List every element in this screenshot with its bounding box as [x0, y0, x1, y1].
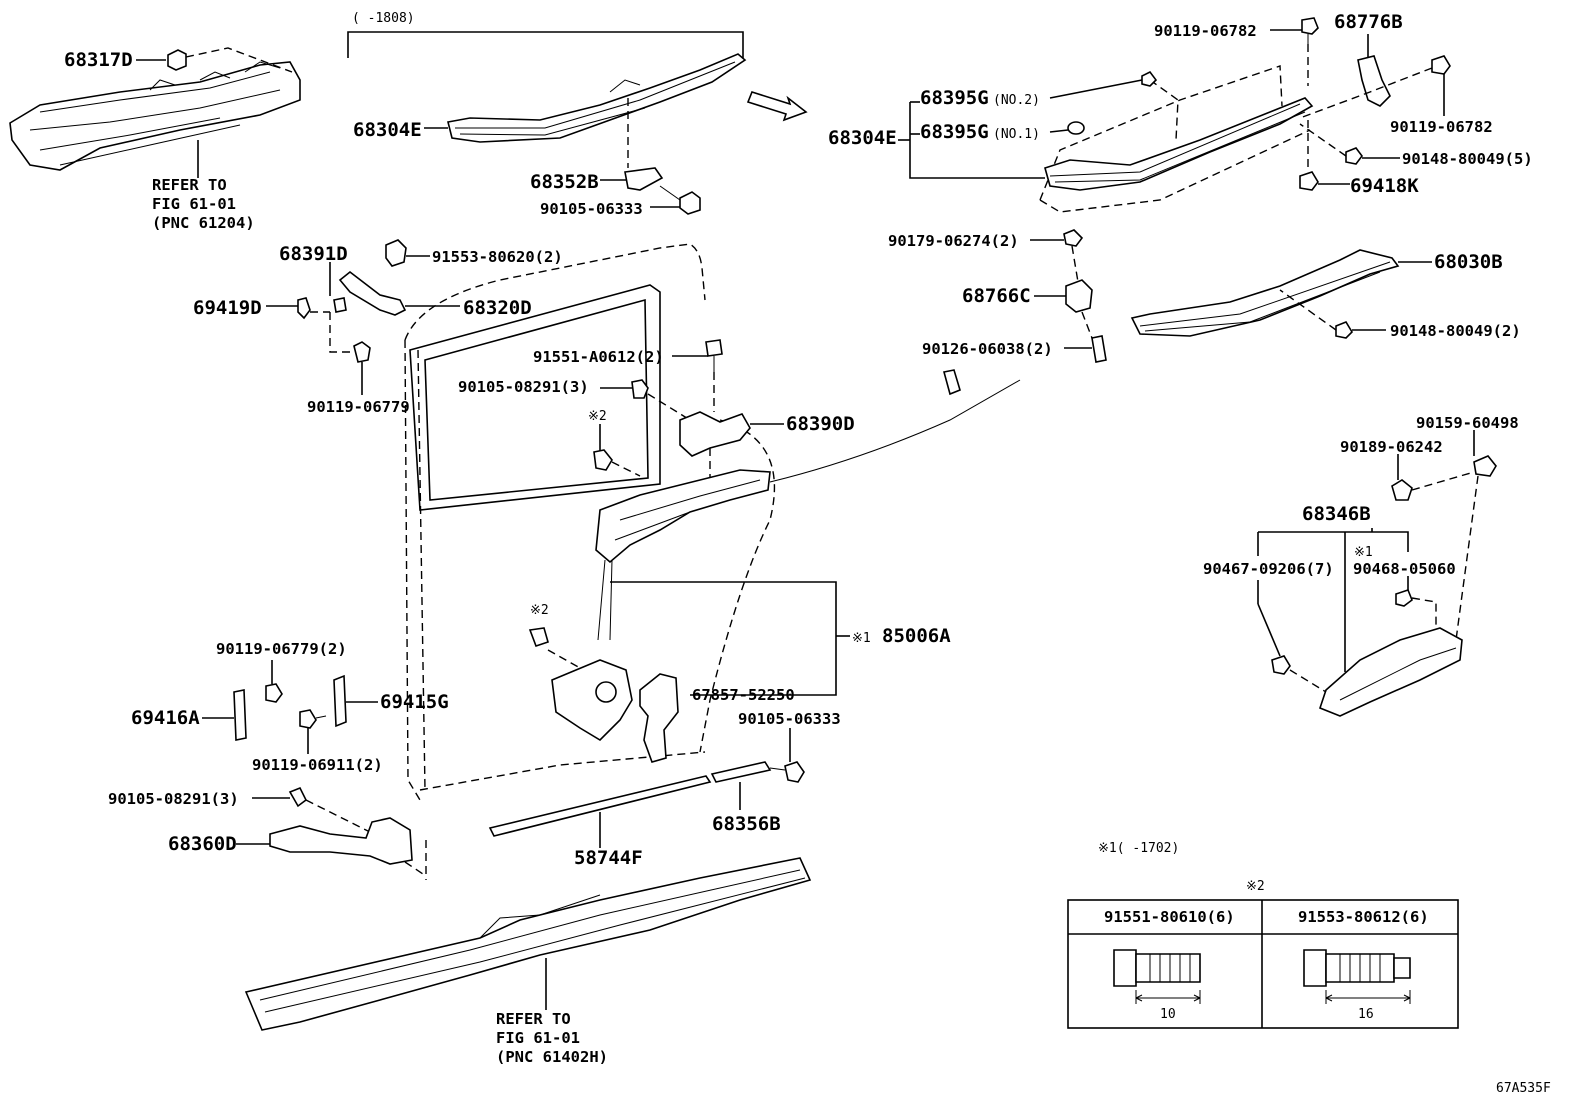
- refer2-line-3: (PNC 61402H): [496, 1048, 608, 1066]
- bolt-table-col2-length: 16: [1358, 1007, 1374, 1022]
- label-90148-80049-2: 90148-80049(2): [1390, 322, 1521, 340]
- rocker-panel: [244, 857, 812, 1031]
- mark1-85006A: ※1: [852, 631, 871, 646]
- label-58744F: 58744F: [574, 847, 643, 869]
- link-68320D: [266, 239, 460, 395]
- arm-68356B: [710, 728, 805, 810]
- refer-line-2: FIG 61-01: [152, 195, 236, 213]
- mark1-90468: ※1: [1354, 545, 1373, 560]
- note2-mark: ※2: [1246, 879, 1265, 894]
- label-69419D: 69419D: [193, 297, 262, 319]
- label-67857-52250: 67857-52250: [692, 686, 795, 704]
- label-85006A: 85006A: [882, 625, 951, 647]
- plates-69415G-69416A: [202, 660, 378, 754]
- label-90105-08291-a: 90105-08291(3): [458, 378, 589, 396]
- label-68395G-no2-sfx: (NO.2): [993, 93, 1040, 108]
- label-90189-06242: 90189-06242: [1340, 438, 1443, 456]
- roller-68766C: [1030, 229, 1107, 363]
- label-68030B: 68030B: [1434, 251, 1503, 273]
- rail-68304E-right: [898, 65, 1314, 213]
- label-68304E-left: 68304E: [353, 119, 422, 141]
- label-69415G: 69415G: [380, 691, 449, 713]
- label-90467-09206: 90467-09206(7): [1203, 560, 1334, 578]
- refer2-line-1: REFER TO: [496, 1010, 571, 1028]
- label-91551-A0612: 91551-A0612(2): [533, 348, 664, 366]
- label-90468-05060: 90468-05060: [1353, 560, 1456, 578]
- label-90119-06782-b: 90119-06782: [1390, 118, 1493, 136]
- panel-68317D: [9, 47, 301, 178]
- refer2-line-2: FIG 61-01: [496, 1029, 580, 1047]
- label-91553-80620: 91553-80620(2): [432, 248, 563, 266]
- label-90126-06038: 90126-06038(2): [922, 340, 1053, 358]
- bolt-table-col1-part: 91551-80610(6): [1104, 908, 1235, 926]
- label-90105-06333-a: 90105-06333: [540, 200, 643, 218]
- bolt-table-col2-part: 91553-80612(6): [1298, 908, 1429, 926]
- label-69416A: 69416A: [131, 707, 200, 729]
- label-68776B: 68776B: [1334, 11, 1403, 33]
- diagram-code: 67A535F: [1496, 1081, 1551, 1096]
- label-90159-60498: 90159-60498: [1416, 414, 1519, 432]
- label-68360D: 68360D: [168, 833, 237, 855]
- label-90105-06333-b: 90105-06333: [738, 710, 841, 728]
- note1-range: ※1( -1702): [1098, 841, 1179, 856]
- label-90105-08291-b: 90105-08291(3): [108, 790, 239, 808]
- latch-assembly-85006A: [528, 369, 1021, 742]
- bracket-68390D: [600, 339, 784, 480]
- gasket-67857-52250: [639, 673, 679, 763]
- refer-line-1: REFER TO: [152, 176, 227, 194]
- rail-68304E-left: [424, 53, 747, 215]
- mark2-lower: ※2: [530, 603, 549, 618]
- label-68304E-right: 68304E: [828, 127, 897, 149]
- hinge-68360D: [236, 786, 413, 865]
- label-90119-06782-a: 90119-06782: [1154, 22, 1257, 40]
- label-90119-06779: 90119-06779: [307, 398, 410, 416]
- label-68391D: 68391D: [279, 243, 348, 265]
- label-90119-06911: 90119-06911(2): [252, 756, 383, 774]
- range-top-label: ( -1808): [352, 11, 415, 26]
- range-bracket-top: [347, 31, 744, 58]
- strip-58744F: [488, 775, 712, 848]
- label-68317D: 68317D: [64, 49, 133, 71]
- label-90179-06274: 90179-06274(2): [888, 232, 1019, 250]
- label-90119-06779-2: 90119-06779(2): [216, 640, 347, 658]
- bolt-mark2-upper: [593, 424, 641, 477]
- label-68395G-no2: 68395G: [920, 87, 989, 109]
- label-68390D: 68390D: [786, 413, 855, 435]
- bolt-table: [1067, 899, 1459, 1029]
- rail-68030B: [1130, 249, 1432, 339]
- refer-line-3: (PNC 61204): [152, 214, 255, 232]
- cover-68346B: [1257, 430, 1497, 717]
- bolt-table-col1-length: 10: [1160, 1007, 1176, 1022]
- label-90148-80049-5: 90148-80049(5): [1402, 150, 1533, 168]
- label-68352B: 68352B: [530, 171, 599, 193]
- label-68356B: 68356B: [712, 813, 781, 835]
- label-68346B: 68346B: [1302, 503, 1371, 525]
- label-68766C: 68766C: [962, 285, 1031, 307]
- direction-arrow: [746, 91, 808, 122]
- label-68395G-no1: 68395G: [920, 121, 989, 143]
- label-68395G-no1-sfx: (NO.1): [993, 127, 1040, 142]
- mark2-upper: ※2: [588, 409, 607, 424]
- bracket-68776B: [1270, 17, 1451, 191]
- label-69418K: 69418K: [1350, 175, 1419, 197]
- label-68320D: 68320D: [463, 297, 532, 319]
